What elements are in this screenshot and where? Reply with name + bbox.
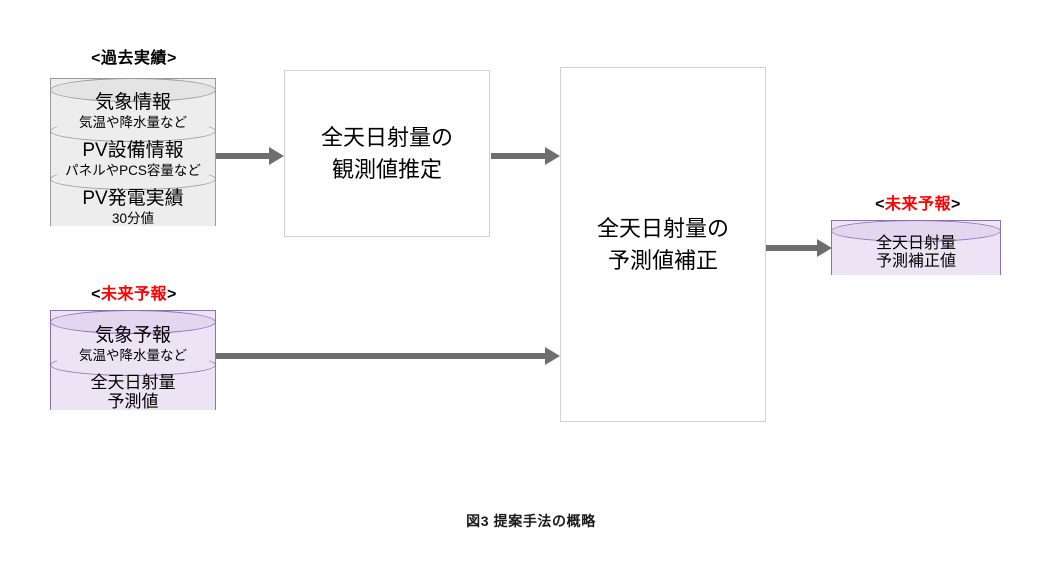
arrow-shaft — [491, 153, 545, 159]
arrow-head-icon — [545, 147, 560, 165]
segment-title: 全天日射量 — [90, 372, 176, 392]
group-label-forecast-output-text: 未来予報 — [884, 196, 951, 213]
arrow-head-icon — [817, 239, 832, 257]
group-label-past-suffix: > — [167, 50, 177, 67]
arrow-shaft — [766, 245, 817, 251]
segment-title: 気象予報 — [94, 325, 171, 347]
group-label-forecast-output-suffix: > — [951, 196, 961, 213]
arrow-store-to-estimate — [216, 147, 284, 165]
group-label-past: <過去実績> — [52, 44, 216, 68]
group-label-past-prefix: < — [91, 50, 101, 67]
figure-caption: 図3 提案手法の概略 — [466, 513, 596, 529]
datastore-segment: PV設備情報 パネルやPCS容量など — [50, 136, 216, 182]
segment-subtitle: 30分値 — [111, 210, 155, 226]
arrow-correct-to-output — [766, 239, 832, 257]
segment-subtitle: パネルやPCS容量など — [65, 162, 201, 178]
arrow-shaft — [216, 153, 269, 159]
group-label-forecast-input-text: 未来予報 — [100, 286, 167, 303]
group-label-forecast-input: <未来予報> — [52, 280, 216, 304]
datastore-top-cap — [50, 78, 216, 102]
datastore-divider-2 — [50, 168, 216, 190]
process-correct-box[interactable]: 全天日射量の 予測値補正 — [560, 67, 766, 422]
process-estimate-label: 全天日射量の 観測値推定 — [320, 124, 453, 182]
datastore-segment: 気象情報 気温や降水量など — [50, 88, 216, 134]
past-record-datastore[interactable]: 気象情報 気温や降水量など PV設備情報 パネルやPCS容量など PV発電実績 … — [50, 78, 216, 238]
arrow-head-icon — [269, 147, 284, 165]
process-estimate-box[interactable]: 全天日射量の 観測値推定 — [284, 70, 490, 237]
group-label-forecast-output-prefix: < — [875, 196, 885, 213]
datastore-divider-1 — [50, 354, 216, 376]
group-label-forecast-input-prefix: < — [91, 286, 101, 303]
corrected-output-datastore[interactable]: 全天日射量 予測補正値 — [831, 220, 1001, 286]
group-label-past-text: 過去実績 — [100, 50, 167, 67]
segment-subtitle: 予測補正値 — [875, 253, 956, 270]
future-forecast-datastore[interactable]: 気象予報 気温や降水量など 全天日射量 予測値 — [50, 310, 216, 422]
datastore-top-cap — [50, 310, 216, 334]
arrow-forecast-to-correct — [216, 347, 560, 365]
datastore-segment: PV発電実績 30分値 — [50, 184, 216, 230]
datastore-body — [50, 90, 216, 226]
arrow-estimate-to-correct — [491, 147, 560, 165]
group-label-forecast-input-suffix: > — [167, 286, 177, 303]
arrow-shaft — [216, 353, 545, 359]
datastore-segment: 全天日射量 予測補正値 — [831, 230, 1001, 276]
datastore-top-cap — [831, 220, 1001, 242]
datastore-divider-1 — [50, 120, 216, 142]
segment-title: 気象情報 — [94, 92, 171, 114]
segment-subtitle: 気温や降水量など — [79, 347, 187, 363]
segment-subtitle: 気温や降水量など — [79, 114, 187, 130]
process-correct-label: 全天日射量の 予測値補正 — [596, 215, 729, 273]
group-label-forecast-output: <未来予報> — [838, 190, 998, 214]
segment-title: PV発電実績 — [82, 188, 184, 210]
datastore-segment: 全天日射量 予測値 — [50, 368, 216, 416]
segment-title: 全天日射量 — [875, 235, 956, 253]
datastore-segment: 気象予報 気温や降水量など — [50, 320, 216, 368]
segment-subtitle: 予測値 — [107, 392, 159, 411]
segment-title: PV設備情報 — [82, 140, 184, 162]
arrow-head-icon — [545, 347, 560, 365]
